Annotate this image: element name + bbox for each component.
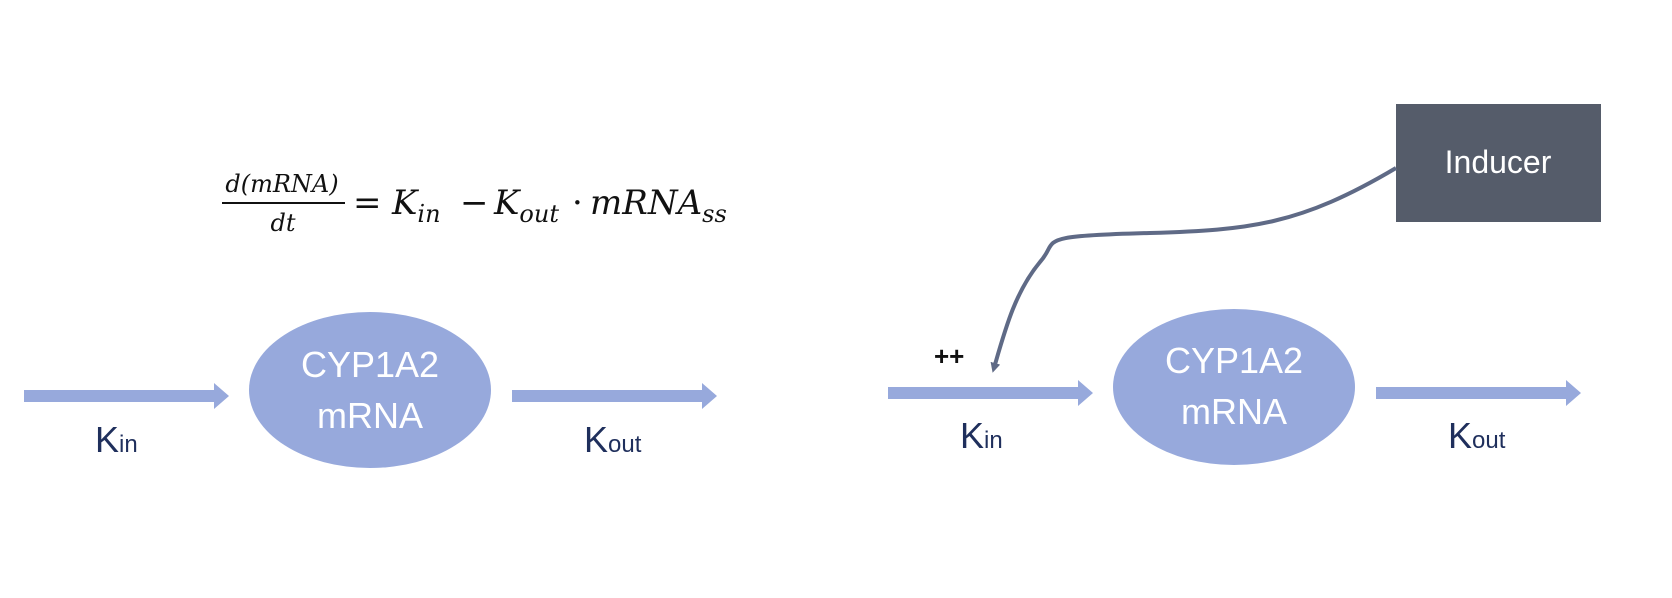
equation-kin-sub: in bbox=[417, 200, 440, 228]
left-kout-k: K bbox=[584, 419, 608, 460]
left-mrna-node bbox=[249, 312, 491, 468]
right-mrna-node bbox=[1113, 309, 1355, 465]
equation-kout: Kout bbox=[493, 183, 559, 228]
inducer-box bbox=[1396, 104, 1601, 222]
equation-kout-k: K bbox=[493, 183, 522, 223]
equation-mrna: mRNAss bbox=[590, 183, 727, 228]
equation-dot: · bbox=[572, 183, 583, 223]
left-kin-sub: in bbox=[119, 431, 138, 458]
left-diagram: CYP1A2 mRNA Kin Kout bbox=[24, 312, 717, 468]
inducer-curve-arrow bbox=[990, 166, 1398, 373]
right-kout-k: K bbox=[1448, 415, 1472, 456]
right-diagram: Inducer ++ CYP1A2 mRNA Kin Kout bbox=[888, 104, 1601, 465]
equation-equals: = bbox=[353, 183, 382, 223]
right-kin-k: K bbox=[960, 415, 984, 456]
equation-mrna-sub: ss bbox=[702, 200, 727, 228]
stimulation-mark: ++ bbox=[934, 341, 964, 371]
inducer-label: Inducer bbox=[1445, 144, 1552, 180]
right-node-line1: CYP1A2 bbox=[1165, 340, 1303, 381]
left-kin-arrow bbox=[24, 383, 229, 409]
equation-numerator: d(mRNA) bbox=[225, 170, 338, 198]
equation-kout-sub: out bbox=[519, 200, 559, 228]
right-kout-sub: out bbox=[1472, 427, 1506, 454]
equation-kin: Kin bbox=[391, 183, 441, 228]
equation-mrna-main: mRNA bbox=[590, 183, 702, 223]
left-kin-label: Kin bbox=[95, 419, 138, 460]
right-kout-label: Kout bbox=[1448, 415, 1506, 456]
equation: d(mRNA) dt = Kin − Kout · mRNAss bbox=[222, 170, 727, 237]
equation-denominator: dt bbox=[270, 209, 295, 237]
left-kout-arrow bbox=[512, 383, 717, 409]
equation-minus: − bbox=[460, 183, 489, 223]
left-kout-sub: out bbox=[608, 431, 642, 458]
right-kin-label: Kin bbox=[960, 415, 1003, 456]
left-kout-label: Kout bbox=[584, 419, 642, 460]
right-kin-sub: in bbox=[984, 427, 1003, 454]
right-node-line2: mRNA bbox=[1181, 391, 1287, 432]
right-kout-arrow bbox=[1376, 380, 1581, 406]
left-node-line1: CYP1A2 bbox=[301, 344, 439, 385]
right-kin-arrow bbox=[888, 380, 1093, 406]
equation-kin-k: K bbox=[391, 183, 420, 223]
left-node-line2: mRNA bbox=[317, 395, 423, 436]
left-kin-k: K bbox=[95, 419, 119, 460]
